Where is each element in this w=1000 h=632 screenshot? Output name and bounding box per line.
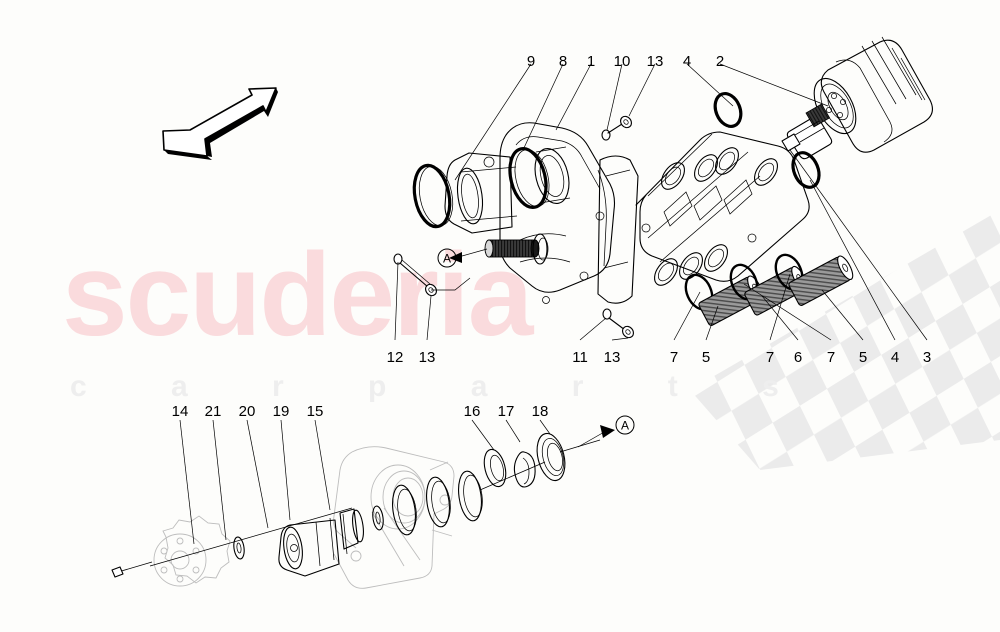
callout-7-a: 7 [669,349,679,366]
callout-21: 21 [204,403,222,420]
callout-18: 18 [531,403,549,420]
callout-5-a: 5 [701,349,711,366]
callout-17: 17 [497,403,515,420]
callout-12: 12 [386,349,404,366]
oil-filter [813,36,933,153]
callout-7-b: 7 [765,349,775,366]
callout-16: 16 [463,403,481,420]
drive-sprocket [153,515,231,587]
washer-16 [483,448,507,488]
filter-mount-stud [781,103,833,160]
callout-6: 6 [793,349,803,366]
callout-13-left: 13 [418,349,436,366]
callout-4-bottom: 4 [890,349,900,366]
callout-2: 2 [715,53,725,70]
washer-19 [372,505,384,531]
direction-arrow-graphic [162,87,278,160]
callout-11: 11 [572,349,588,366]
snap-ring-17 [513,451,536,488]
callout-20: 20 [238,403,256,420]
pump-rotor-body [278,508,364,577]
callout-4-top: 4 [682,53,692,70]
callout-5-b: 5 [858,349,868,366]
bolt-12 [393,253,437,297]
callout-13-top: 13 [646,53,664,70]
callout-8: 8 [558,53,568,70]
bolt-11 [602,308,634,339]
splined-shaft [484,233,549,265]
assembly-axis-lower [149,507,353,567]
ref-a-arrow-lower [577,425,615,448]
reference-mark-a-lower: A [615,415,635,435]
oil-filter-manifold [635,131,810,286]
callout-13-right: 13 [603,349,621,366]
sprocket-bolt [111,561,153,578]
bolt-10 [601,115,632,141]
callout-15: 15 [306,403,324,420]
filter-cartridges [684,253,854,326]
callout-3: 3 [922,349,932,366]
callout-9: 9 [526,53,536,70]
callout-14: 14 [171,403,189,420]
washer-21 [233,536,245,560]
oil-pump-body [483,122,639,304]
reference-mark-a-upper: A [437,248,457,268]
watermark-brand: scuderia [62,229,533,361]
oil-seal-18 [536,432,566,482]
ghost-housing-outline [333,446,455,589]
pump-housing-left [444,152,518,234]
seal-rings-15 [392,470,483,536]
callout-19: 19 [272,403,290,420]
callout-1: 1 [586,53,596,70]
callout-7-c: 7 [826,349,836,366]
callout-10: 10 [613,53,631,70]
watermark-tagline: c a r p a r t s [70,370,817,403]
